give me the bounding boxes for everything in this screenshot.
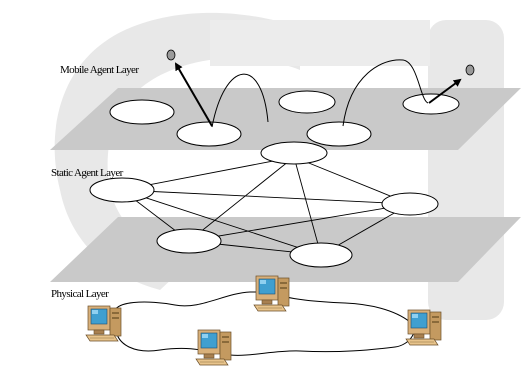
migration-arrow <box>174 62 213 127</box>
mobile-layer-label: Mobile Agent Layer <box>60 64 139 76</box>
mobile-agent-dot <box>166 49 176 61</box>
computer-icon <box>195 329 232 366</box>
static-layer-label: Static Agent Layer <box>51 167 124 179</box>
mobile-agent-node <box>176 121 242 147</box>
static-agent-node <box>289 242 353 268</box>
migration-path <box>342 59 429 127</box>
physical-computers <box>85 275 442 366</box>
mobile-agent-node <box>306 121 372 147</box>
physical-layer-label: Physical Layer <box>51 288 109 300</box>
static-agent-node <box>260 141 328 165</box>
computer-icon <box>405 309 442 346</box>
migration-arrow <box>428 78 462 104</box>
migration-path <box>211 73 269 128</box>
mobile-agent-layer <box>50 88 521 150</box>
mobile-agent-paths <box>166 49 475 128</box>
static-agent-node <box>89 177 155 203</box>
mobile-agent-dot <box>465 64 475 76</box>
static-agent-node <box>381 192 439 216</box>
static-layer-plane <box>50 217 521 282</box>
computer-icon <box>85 305 122 342</box>
computer-icon <box>253 275 290 312</box>
static-agent-node <box>156 228 222 254</box>
mobile-agent-node <box>402 93 460 115</box>
mobile-agent-node <box>278 90 336 114</box>
static-agent-nodes <box>89 141 439 268</box>
mobile-agent-node <box>109 99 175 125</box>
